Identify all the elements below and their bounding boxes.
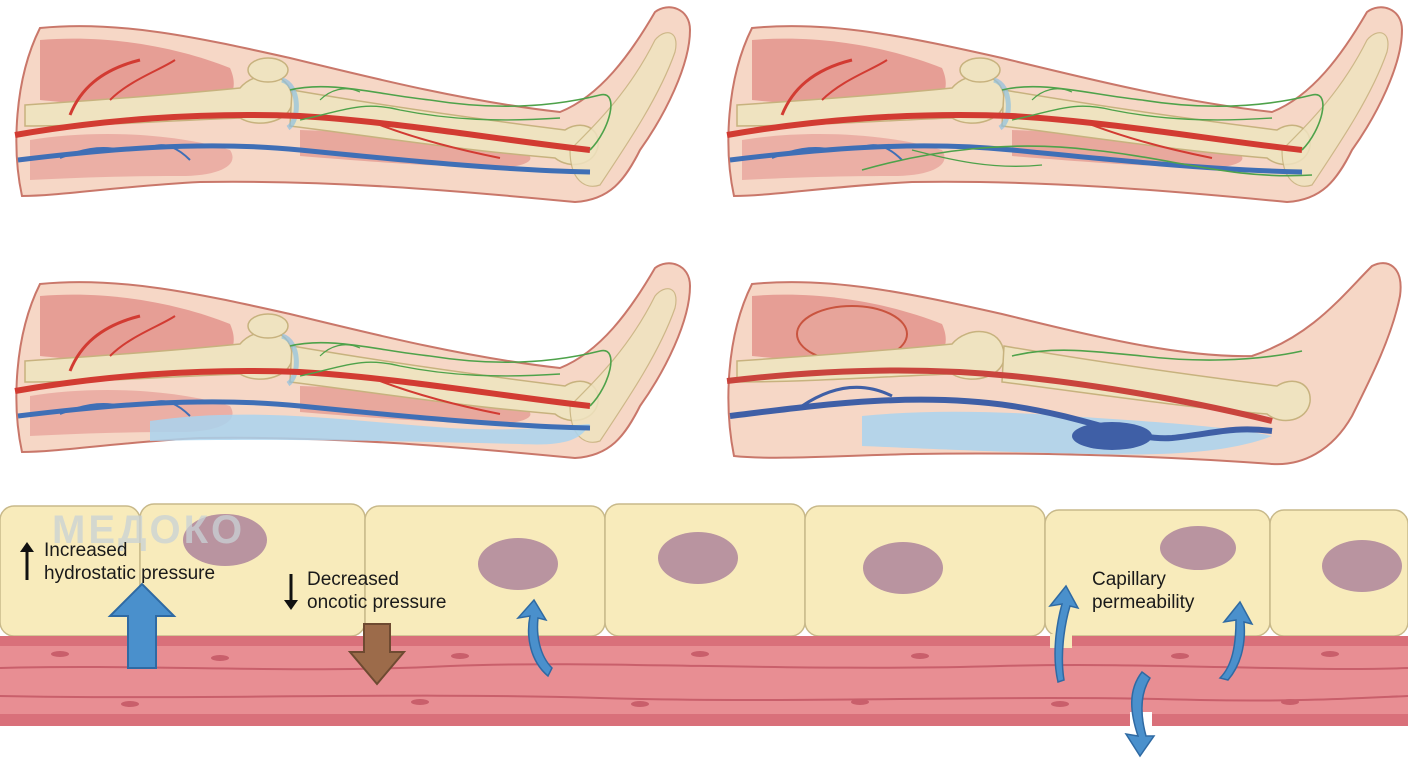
hydrostatic-pressure-label: Increased hydrostatic pressure bbox=[44, 540, 216, 584]
cell-nuclei bbox=[183, 514, 1402, 594]
down-arrow-icon bbox=[347, 623, 407, 686]
up-arrow-icon bbox=[20, 542, 34, 580]
capillary-tissue-diagram bbox=[0, 496, 1408, 773]
up-arrow-icon bbox=[107, 582, 177, 669]
curved-arrow-icon bbox=[516, 584, 1254, 758]
leg-panel-venous-swelling bbox=[712, 256, 1408, 476]
watermark-logo: МЕДОКО bbox=[52, 508, 246, 552]
down-arrow-icon bbox=[284, 574, 298, 610]
leg-panel-normal bbox=[0, 0, 700, 220]
oncotic-pressure-label: Decreased oncotic pressure bbox=[307, 569, 447, 613]
capillary-vessel bbox=[0, 634, 1408, 728]
leg-panel-edema bbox=[0, 256, 700, 476]
leg-panel-lymph bbox=[712, 0, 1408, 220]
capillary-permeability-label: Capillary permeability bbox=[1092, 569, 1195, 613]
